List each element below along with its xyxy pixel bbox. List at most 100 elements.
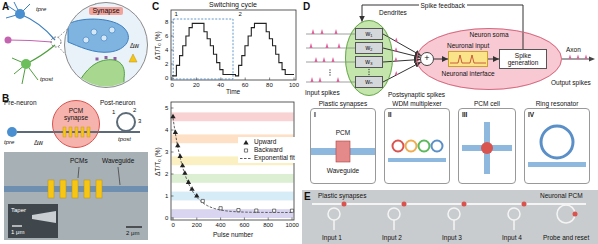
- spike-pulse: [577, 55, 580, 60]
- legend-text: Backward: [254, 146, 283, 153]
- part-label: PCMs: [70, 157, 88, 164]
- ellipsis-dot: [368, 71, 369, 72]
- port-label: Input 2: [382, 234, 402, 241]
- synapse-heading: Synapse: [89, 7, 122, 15]
- tick-label: 600: [239, 222, 249, 229]
- upward-marker: [194, 193, 199, 198]
- spike-pulse: [319, 77, 322, 82]
- spike-pulse: [323, 57, 326, 62]
- pcm-cell: [87, 127, 90, 137]
- zoom-circle: [51, 37, 61, 47]
- tick-label: 40: [217, 82, 224, 89]
- inset-panel: WDM multiplexerII: [384, 108, 450, 184]
- upward-marker: [175, 143, 180, 148]
- neuron-label: Pre-neuron: [4, 99, 37, 106]
- part-label: Plastic synapses: [318, 192, 366, 199]
- ring-resonator: [541, 126, 573, 158]
- panel-letter: A: [2, 1, 9, 12]
- tick-mark: [172, 78, 173, 81]
- tick-mark: [294, 78, 295, 81]
- input-waveguide: [333, 220, 335, 230]
- pcm-cell: [96, 180, 102, 198]
- weight-label: w₁: [366, 30, 373, 37]
- axon-line: [8, 40, 52, 42]
- axon-arrowhead: [589, 57, 595, 62]
- panel-letter: E: [304, 191, 311, 202]
- ellipsis-dot: [329, 69, 330, 70]
- ellipsis-dot: [368, 69, 369, 70]
- chart-title: Switching cycle: [209, 1, 257, 9]
- vesicle: [101, 35, 107, 41]
- tick-label: 2: [165, 61, 168, 68]
- node-outline: [417, 29, 562, 90]
- backward-marker: [219, 207, 222, 210]
- tick-mark: [171, 50, 174, 51]
- scale-bar: [12, 225, 22, 226]
- port-number: 1: [112, 109, 115, 116]
- tick-label: 2: [165, 171, 168, 178]
- part-label: Waveguide: [327, 167, 359, 174]
- tick-mark: [173, 218, 174, 221]
- tick-label: 0: [171, 82, 174, 89]
- input-waveguide: [393, 220, 395, 230]
- tick-mark: [171, 152, 174, 153]
- backward-marker: [290, 209, 293, 212]
- legend-row: Upward: [240, 138, 295, 146]
- spike-pulse: [395, 71, 398, 75]
- input-waveguide: [453, 220, 455, 230]
- tick-mark: [171, 64, 174, 65]
- part-label: Waveguide: [102, 157, 134, 164]
- pcm-block: [336, 141, 350, 162]
- tick-mark: [244, 218, 245, 221]
- interface-label: Neuronal interface: [441, 70, 494, 77]
- spike-pulse: [394, 57, 397, 61]
- spike-pulse: [321, 29, 324, 34]
- spike-pulse: [311, 77, 314, 82]
- roman-numeral: IV: [528, 111, 534, 118]
- dendrite-line: [26, 45, 55, 64]
- waveguide-line: [17, 131, 140, 133]
- spike-pulse: [315, 57, 318, 62]
- legend-text: Exponential fit: [254, 154, 295, 161]
- ring-resonator: [388, 208, 400, 220]
- port-number: 2: [133, 107, 136, 114]
- scale-bar-label: 1 μm: [11, 229, 24, 236]
- process-label: Spike generation: [502, 52, 544, 66]
- micrograph: [4, 152, 148, 240]
- legend-swatch: [240, 139, 252, 146]
- waveguide-strip: [528, 162, 586, 167]
- tick-label: 80: [266, 82, 273, 89]
- tick-mark: [292, 218, 293, 221]
- panel-letter: C: [152, 1, 159, 12]
- soma-heading: Neuron soma: [469, 31, 508, 38]
- chart-legend: UpwardBackwardExponential fit: [238, 137, 297, 163]
- ring-resonator: [117, 113, 135, 131]
- pcm-cell: [72, 180, 78, 198]
- port-label: Probe and reset: [543, 234, 589, 241]
- panel-letter: D: [303, 1, 310, 12]
- input-line: [306, 48, 355, 49]
- tick-label: 8: [165, 19, 168, 26]
- inset-heading: Ring resonator: [536, 100, 579, 107]
- axis-title: Time: [226, 88, 240, 95]
- node-shape: [524, 108, 590, 184]
- port-label: Input 3: [442, 234, 462, 241]
- part-label: PCM: [336, 129, 350, 136]
- part-label: Axon: [566, 46, 581, 53]
- tick-mark: [269, 78, 270, 81]
- spike-pulse: [585, 55, 588, 60]
- axis-title: Pulse number: [213, 231, 253, 238]
- legend-swatch: [240, 155, 252, 162]
- ring-resonator: [328, 208, 340, 220]
- pcm-cell: [84, 180, 90, 198]
- inset-heading: PCM cell: [474, 100, 500, 107]
- leader-line: [118, 167, 120, 185]
- receptor: [114, 57, 117, 60]
- legend-text: Upward: [254, 138, 276, 145]
- spike-time-label: tpost: [40, 76, 53, 83]
- node-shape: [384, 108, 450, 184]
- tick-label: 0: [165, 75, 168, 82]
- node-shape: [458, 108, 516, 184]
- level-band: [172, 112, 294, 121]
- inset-label: Taper: [11, 207, 26, 214]
